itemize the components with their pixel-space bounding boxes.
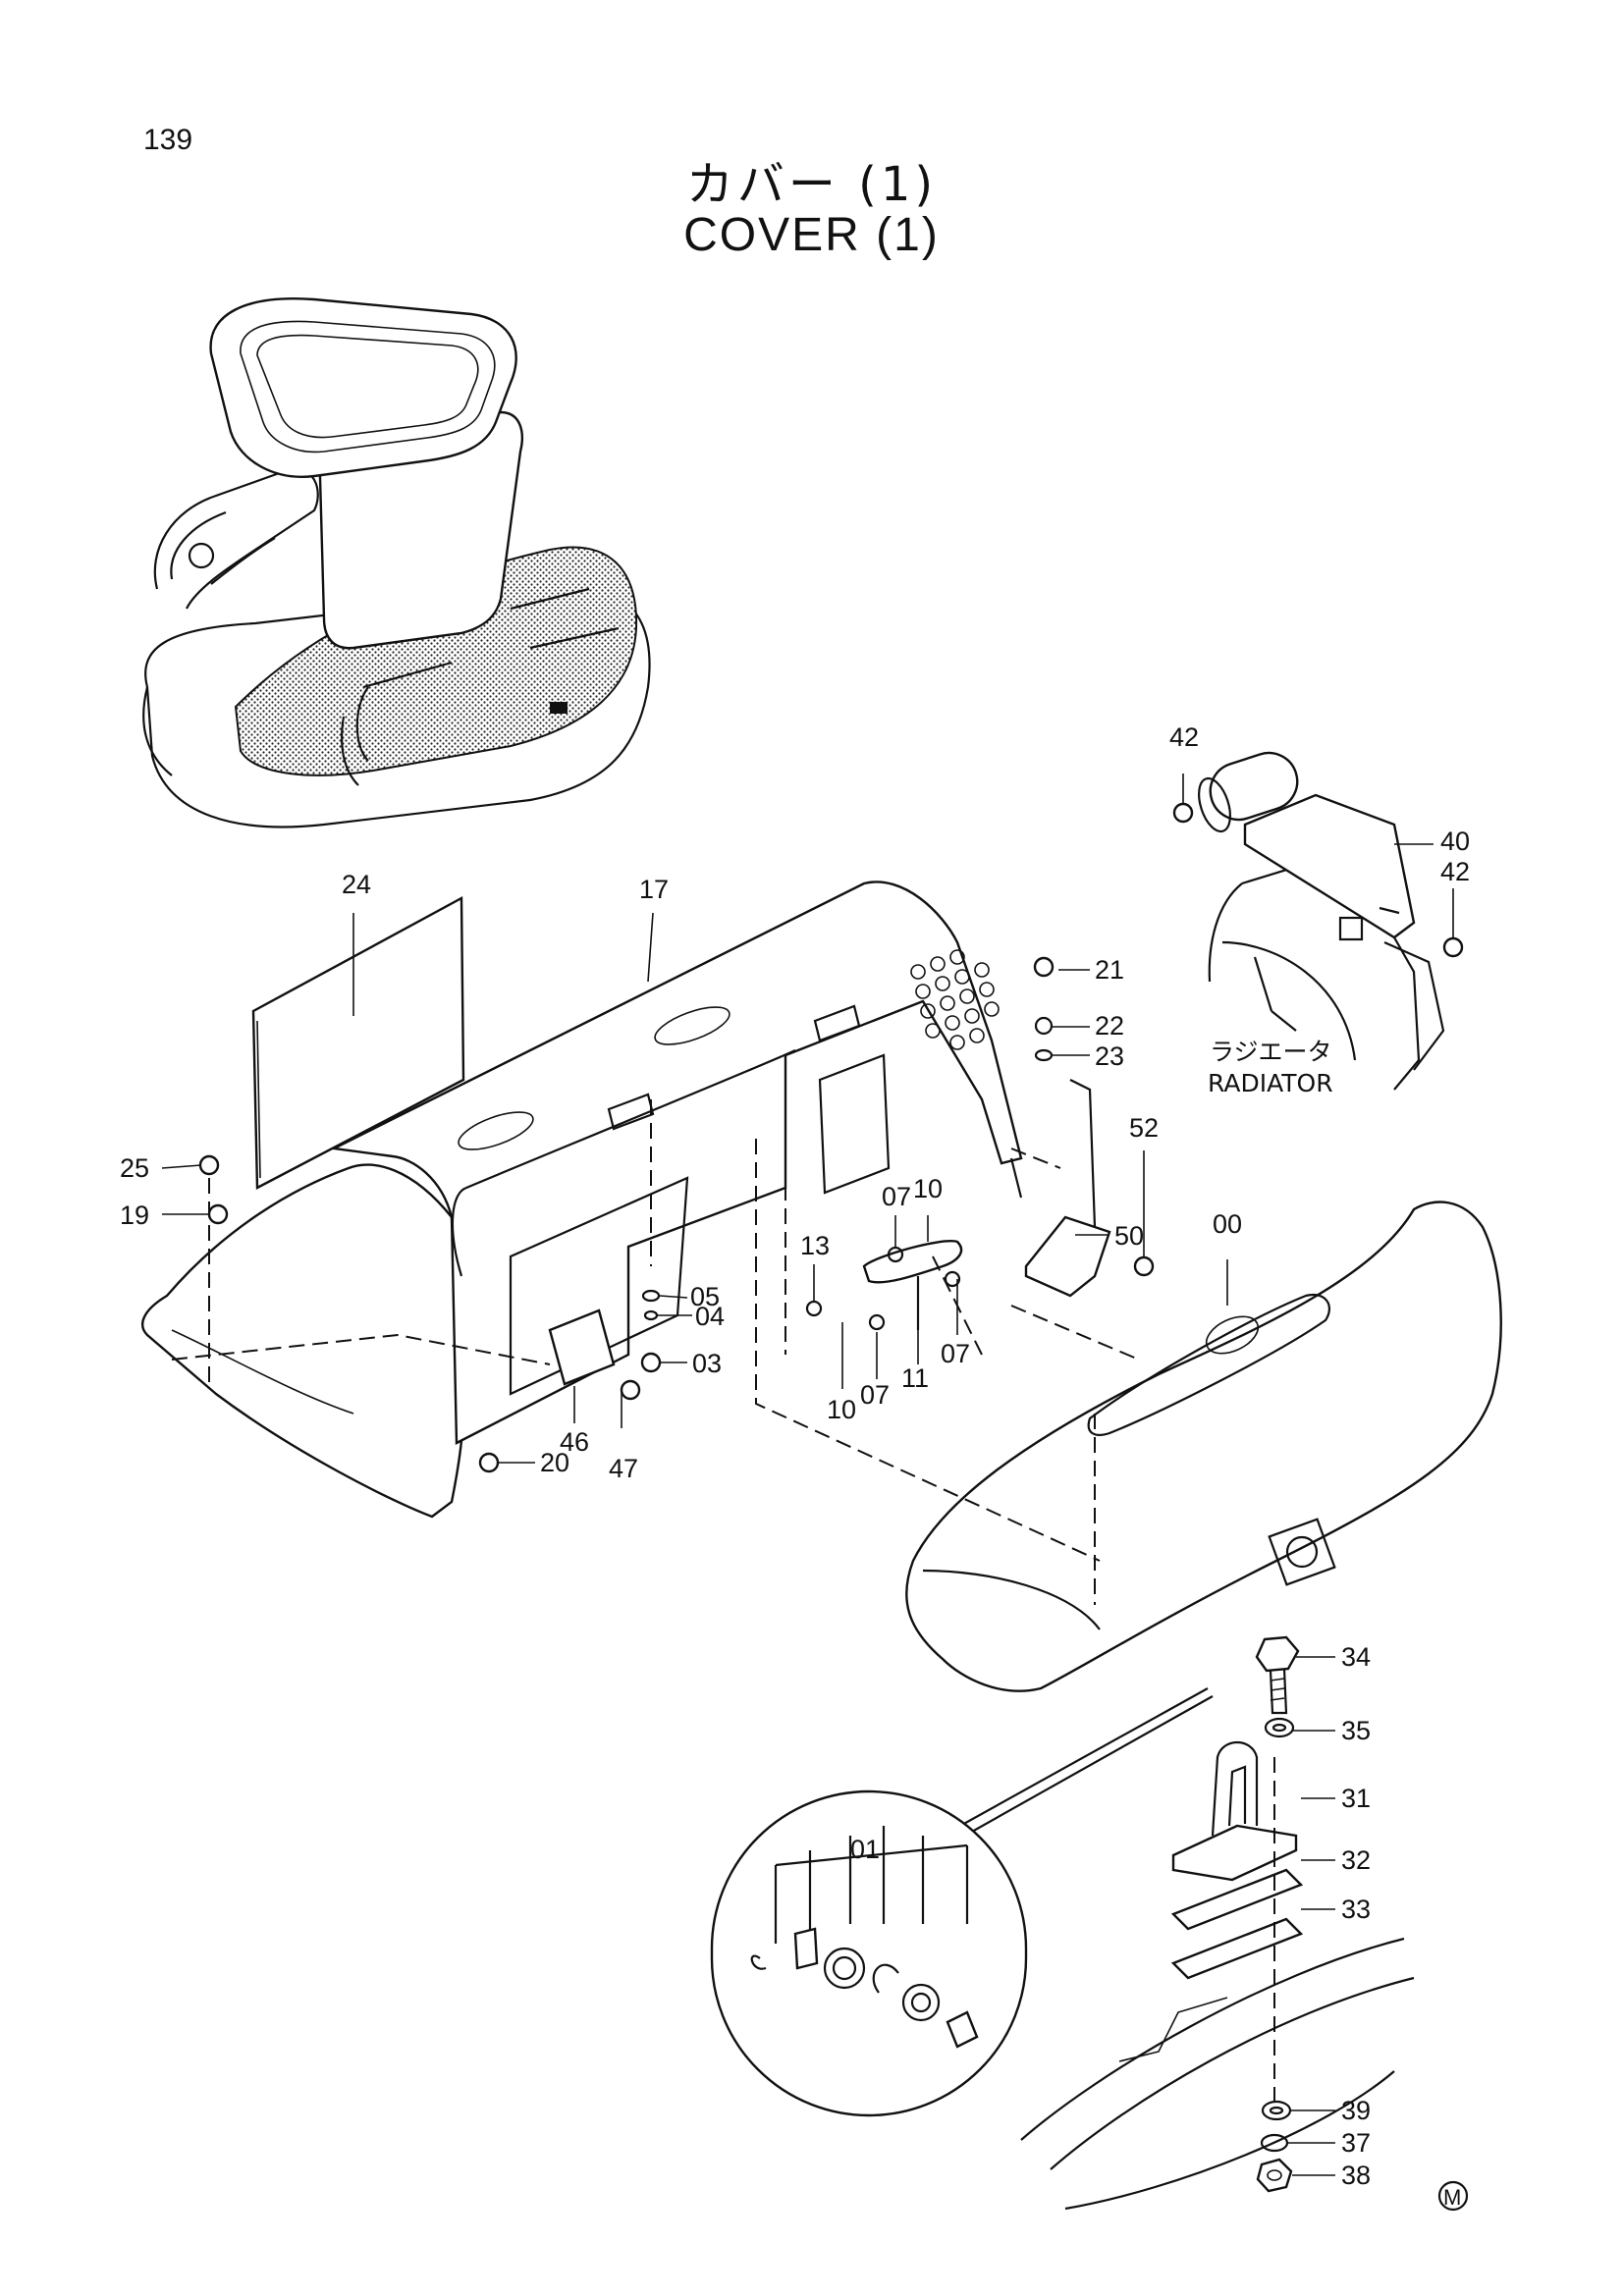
frame-cover-17 <box>141 881 1023 1519</box>
callout-17: 17 <box>639 875 669 904</box>
page-title-japanese: カバー (1) <box>685 157 938 212</box>
callout-25: 25 <box>120 1153 149 1183</box>
callout-13: 13 <box>800 1231 830 1260</box>
radiator-label-japanese: ラジエータ <box>1210 1038 1332 1066</box>
side-panel-24 <box>251 895 465 1190</box>
callout-05: 05 <box>690 1282 720 1311</box>
callout-42-top: 42 <box>1169 722 1199 752</box>
callout-42-right: 42 <box>1440 857 1470 886</box>
callout-31: 31 <box>1341 1784 1371 1813</box>
callout-07-b: 07 <box>941 1339 970 1368</box>
bracket-50 <box>1024 1079 1111 1298</box>
machine-overview-illustration <box>142 297 651 828</box>
washer-35 <box>1264 1717 1295 1738</box>
bracket-46 <box>548 1308 616 1386</box>
manufacturer-mark: M <box>1437 2180 1469 2212</box>
callout-33: 33 <box>1341 1895 1371 1924</box>
callout-01: 01 <box>850 1835 880 1864</box>
lock-detail-callout <box>710 1687 1214 2117</box>
callout-32: 32 <box>1341 1845 1371 1875</box>
callout-38: 38 <box>1341 2161 1371 2190</box>
callout-37: 37 <box>1341 2128 1371 2158</box>
shim-33 <box>1170 1917 1304 1980</box>
radiator-label-english: RADIATOR <box>1208 1069 1333 1097</box>
bolt-34 <box>1255 1635 1300 1715</box>
callout-10-a: 10 <box>913 1174 943 1203</box>
leader-lines <box>161 774 1454 2176</box>
callout-07-a: 07 <box>882 1182 911 1211</box>
callout-23: 23 <box>1095 1041 1124 1071</box>
callout-21: 21 <box>1095 955 1124 985</box>
lock-plate-31 <box>1171 1741 1298 1882</box>
callout-35: 35 <box>1341 1716 1371 1745</box>
callout-04: 04 <box>695 1302 725 1331</box>
upper-structure-arc <box>1020 1937 1415 2211</box>
page-number: 139 <box>143 124 193 156</box>
callout-00: 00 <box>1213 1209 1242 1239</box>
callout-20: 20 <box>540 1448 569 1477</box>
engine-hood-00 <box>905 1201 1502 1692</box>
callout-10-b: 10 <box>827 1395 856 1424</box>
page-title-english: COVER (1) <box>683 209 940 261</box>
callout-47: 47 <box>609 1454 638 1483</box>
callout-34: 34 <box>1341 1642 1371 1672</box>
callout-52: 52 <box>1129 1113 1159 1143</box>
callout-39: 39 <box>1341 2096 1371 2125</box>
callout-03: 03 <box>692 1349 722 1378</box>
callout-19: 19 <box>120 1201 149 1230</box>
callout-labels: 42 40 42 24 17 21 22 23 52 00 25 19 07 1… <box>120 722 1470 2190</box>
washer-39 <box>1261 2100 1292 2121</box>
callout-46: 46 <box>560 1427 589 1457</box>
shim-32 <box>1170 1868 1304 1931</box>
callout-07-c: 07 <box>860 1380 890 1410</box>
nut-38 <box>1256 2158 1293 2193</box>
callout-50: 50 <box>1114 1221 1144 1251</box>
callout-22: 22 <box>1095 1011 1124 1041</box>
hardware-markers <box>198 802 1464 1473</box>
callout-24: 24 <box>342 870 371 899</box>
manufacturer-mark-letter: M <box>1443 2185 1461 2210</box>
radiator-bracket-40 <box>1198 751 1416 939</box>
callout-40: 40 <box>1440 827 1470 856</box>
callout-11: 11 <box>901 1363 929 1393</box>
